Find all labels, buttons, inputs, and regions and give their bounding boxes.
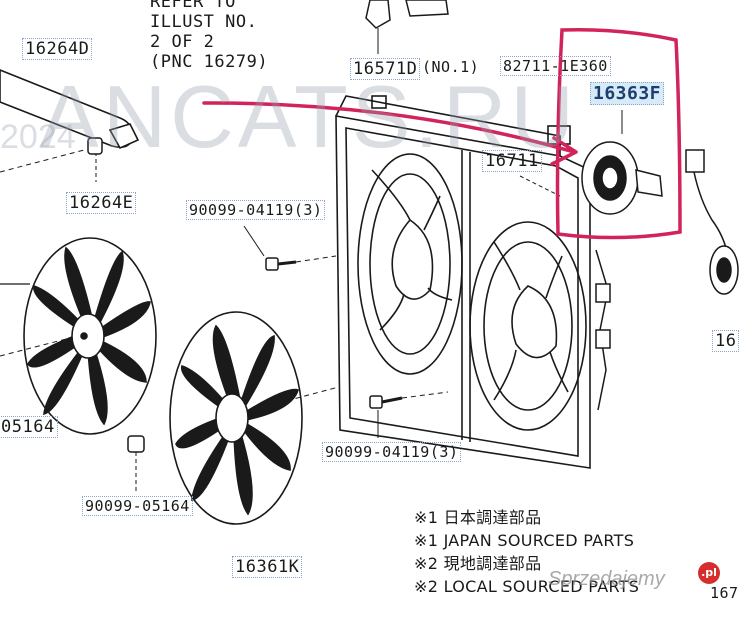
bolt-90099-04119-top [243,225,337,271]
wire-harness-16711 [519,149,739,411]
watermark-text: ANCATS.RU [40,67,578,166]
legend-row-local-ja: ※2 現地調達部品 [414,554,542,573]
bracket-bar-16264d [0,69,140,182]
legend-row-japan-ja: ※1 日本調達部品 [414,508,542,527]
part-label-16363f[interactable]: 16363F [590,82,665,105]
fan-blade-16361k [169,311,449,525]
nut-16264e [87,137,103,155]
part-label-16361k[interactable]: 16361K [232,556,303,578]
part-label-90099-04119-top[interactable]: 90099-04119(3) [186,200,326,220]
part-label-82711[interactable]: 82711-1E360 [500,56,611,76]
part-label-16-right[interactable]: 16 [712,330,740,352]
refer-note-line-2: ILLUST NO. [150,12,258,32]
nut-90099-05164 [127,435,145,494]
part-label-16264e[interactable]: 16264E [66,192,137,214]
refer-note-line-3: 2 OF 2 [150,32,215,52]
legend-row-local-en: ※2 LOCAL SOURCED PARTS [414,577,640,596]
refer-note: REFER TO ILLUST NO. 2 OF 2 (PNC 16279) [150,0,268,72]
sourcing-legend: ※1 日本調達部品 ※1 JAPAN SOURCED PARTS ※2 現地調達… [414,506,639,598]
fan-blade-left [0,237,157,435]
refer-note-line-4: (PNC 16279) [150,52,269,72]
part-label-16711[interactable]: 16711 [482,150,542,172]
part-label-16264d[interactable]: 16264D [22,38,93,60]
annotation-arrow [202,101,578,166]
refer-note-line-1: REFER TO [150,0,236,12]
clip-16571d [365,0,449,54]
part-label-16571d[interactable]: 16571D [350,58,421,80]
fan-motor-16363f [581,110,663,215]
part-label-90099-04119-bottom[interactable]: 90099-04119(3) [322,442,462,462]
part-label-05164-left[interactable]: 05164 [0,416,58,438]
part-label-16571d-suffix: (NO.1) [422,58,480,76]
site-watermark: Sprzedajemy [548,568,665,590]
bolt-90099-04119-bottom [369,391,449,438]
annotation-highlight-box [555,27,682,240]
site-badge: .pl [698,562,720,584]
part-label-167-bottom: 167 [710,584,739,602]
watermark-year: 2024 [0,118,76,156]
legend-row-japan-en: ※1 JAPAN SOURCED PARTS [414,531,635,550]
part-label-90099-05164[interactable]: 90099-05164 [82,496,193,516]
fan-shroud [335,95,591,469]
